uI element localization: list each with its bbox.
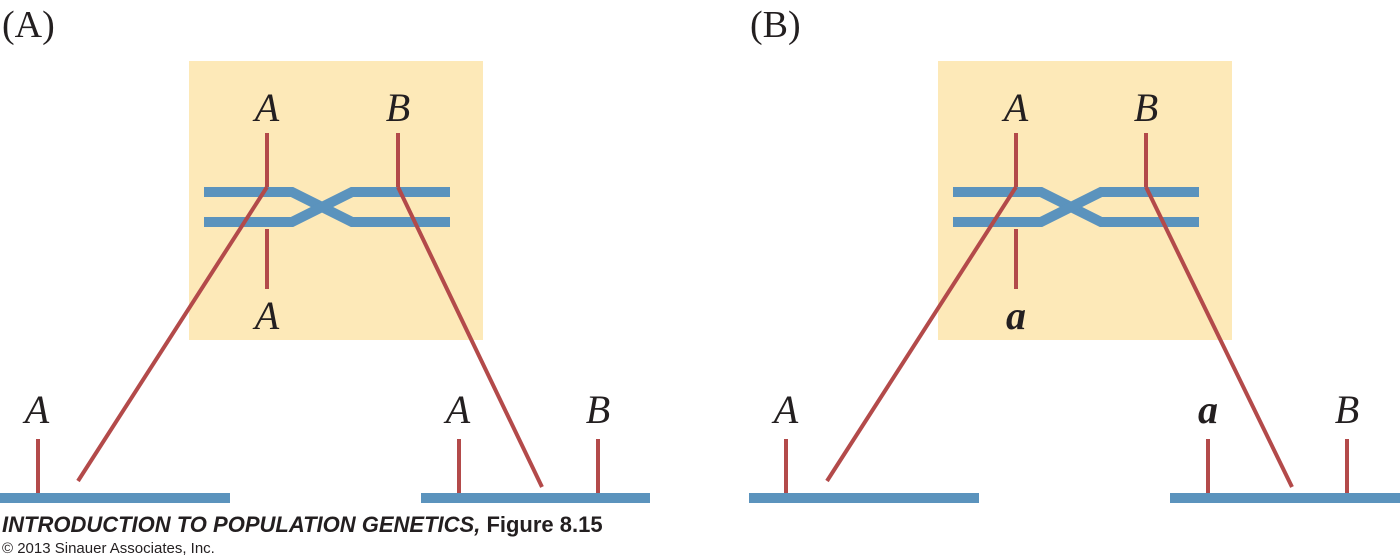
allele-label-left-chromosome: A <box>22 387 50 432</box>
panel-a: (A) A B A A A B <box>0 4 650 503</box>
figure-caption: INTRODUCTION TO POPULATION GENETICS, Fig… <box>2 512 603 538</box>
panel-a-label: (A) <box>2 4 55 46</box>
allele-label-box-top-1: A <box>252 85 280 130</box>
allele-label-right-chromosome-1: A <box>443 387 471 432</box>
allele-label-box-bottom: A <box>252 293 280 338</box>
allele-label-box-top-2: B <box>386 85 410 130</box>
allele-label-box-top-1: A <box>1001 85 1029 130</box>
allele-label-right-chromosome-1: a <box>1198 387 1218 432</box>
connector-left <box>76 185 269 483</box>
allele-label-left-chromosome: A <box>771 387 799 432</box>
allele-label-box-bottom: a <box>1006 293 1026 338</box>
figure-reference: Figure 8.15 <box>486 512 603 537</box>
connector-right <box>396 186 544 488</box>
allele-label-box-top-2: B <box>1134 85 1158 130</box>
allele-label-right-chromosome-2: B <box>1335 387 1359 432</box>
connector-right <box>1144 186 1294 488</box>
book-title: INTRODUCTION TO POPULATION GENETICS, <box>2 512 481 537</box>
connector-left <box>825 185 1018 483</box>
copyright-notice: © 2013 Sinauer Associates, Inc. <box>2 540 215 557</box>
allele-label-right-chromosome-2: B <box>586 387 610 432</box>
panel-b: (B) A B a A a B <box>749 4 1400 503</box>
panel-b-label: (B) <box>750 4 801 46</box>
